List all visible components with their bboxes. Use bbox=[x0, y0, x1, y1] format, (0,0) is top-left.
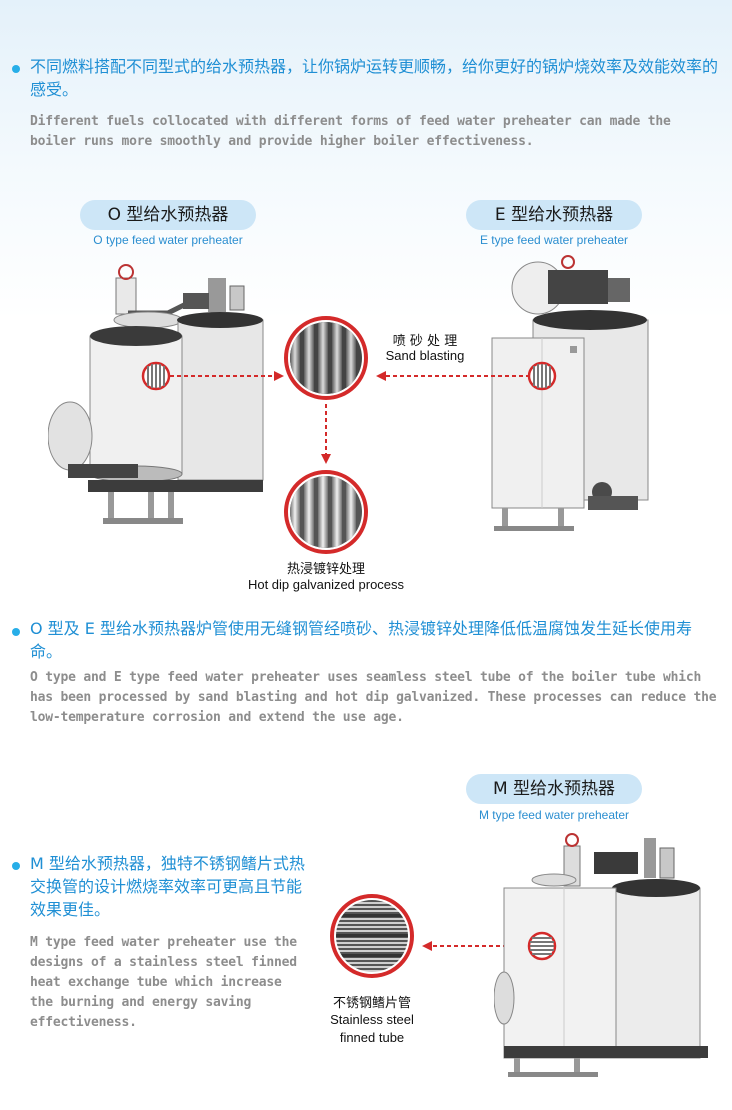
section3-cn-text: M 型给水预热器，独特不锈钢鳍片式热交换管的设计燃烧率效率可更高且节能效果更佳。 bbox=[30, 854, 305, 919]
o-type-boiler-image bbox=[48, 264, 264, 524]
sand-blasted-tube-closeup bbox=[284, 316, 368, 400]
finned-tube-en-label-1: Stainless steel bbox=[330, 1012, 414, 1027]
e-type-title: E 型给水预热器 bbox=[466, 200, 642, 230]
sand-blasting-en-label: Sand blasting bbox=[385, 348, 465, 363]
sand-blasting-cn-label: 喷 砂 处 理 bbox=[392, 334, 458, 349]
o-type-title: O 型给水预热器 bbox=[80, 200, 256, 230]
intro-cn-text: 不同燃料搭配不同型式的给水预热器，让你锅炉运转更顺畅，给你更好的锅炉烧效率及效能… bbox=[30, 57, 719, 99]
m-type-boiler-image bbox=[494, 833, 708, 1077]
section2-cn-text: O 型及 E 型给水预热器炉管使用无缝钢管经喷砂、热浸镀锌处理降低低温腐蚀发生延… bbox=[30, 619, 692, 661]
m-type-subtitle: M type feed water preheater bbox=[478, 808, 630, 822]
bullet-dot bbox=[12, 862, 20, 870]
finned-tube-closeup bbox=[330, 894, 414, 978]
finned-tube-en-label-2: finned tube bbox=[339, 1030, 405, 1045]
m-type-title: M 型给水预热器 bbox=[466, 774, 642, 804]
e-type-boiler-image bbox=[491, 255, 649, 531]
intro-en-text: Different fuels collocated with differen… bbox=[30, 114, 671, 149]
galvanized-tube-closeup bbox=[284, 470, 368, 554]
section2-en-text: O type and E type feed water preheater u… bbox=[30, 670, 717, 725]
bullet-dot bbox=[12, 628, 20, 636]
galvanized-cn-label: 热浸镀锌处理 bbox=[286, 562, 365, 577]
section3-en-text: M type feed water preheater use the desi… bbox=[30, 935, 297, 1030]
galvanized-en-label: Hot dip galvanized process bbox=[247, 577, 405, 592]
e-type-subtitle: E type feed water preheater bbox=[479, 233, 629, 247]
finned-tube-cn-label: 不锈钢鳍片管 bbox=[332, 996, 411, 1011]
bullet-dot bbox=[12, 65, 20, 73]
o-type-subtitle: O type feed water preheater bbox=[93, 233, 243, 247]
